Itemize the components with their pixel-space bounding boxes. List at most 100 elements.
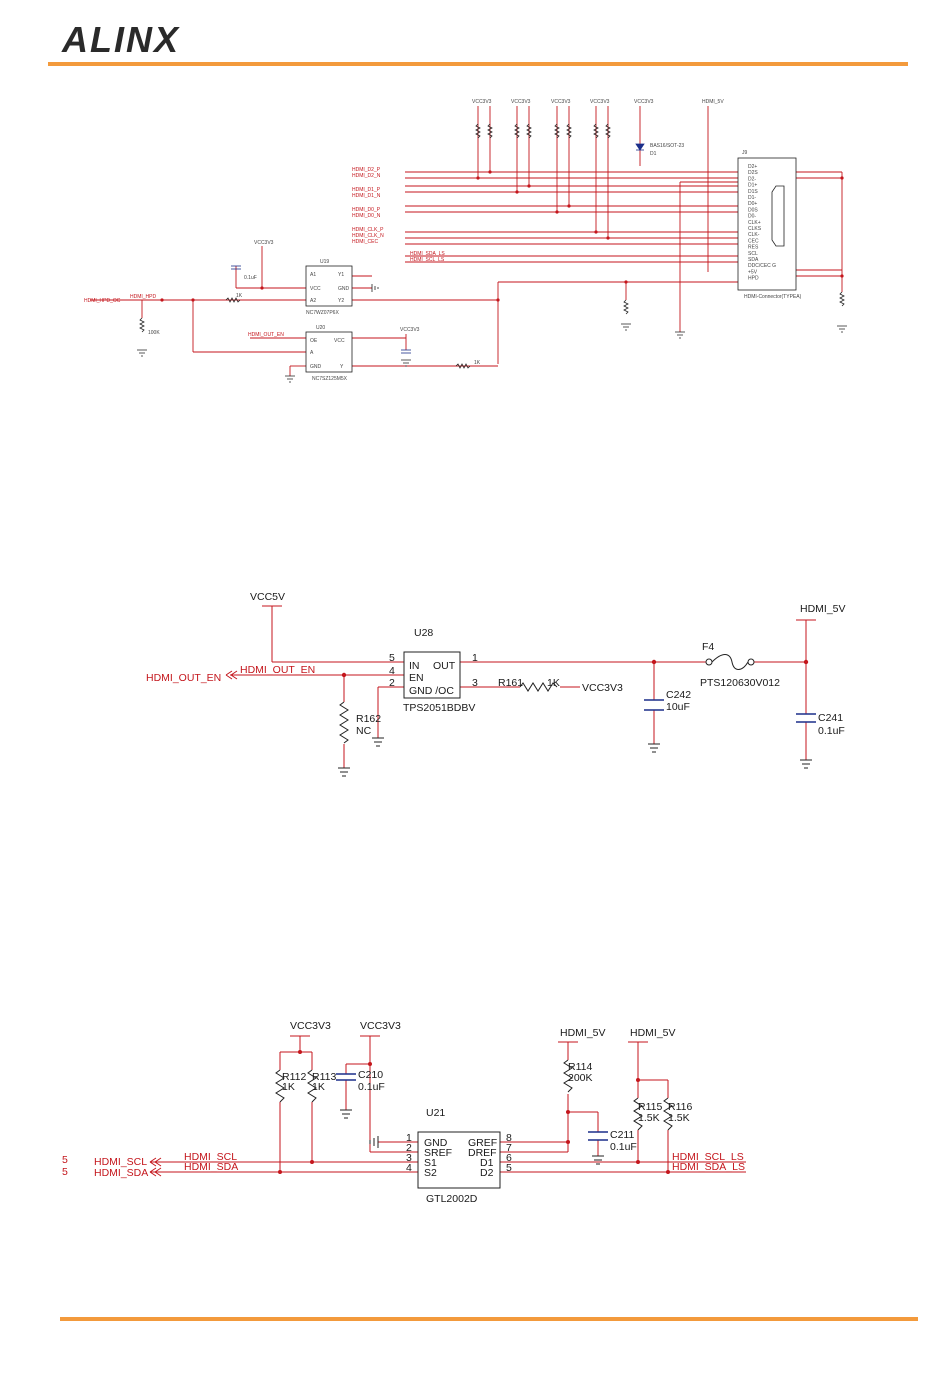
diode-ref: D1 <box>650 151 657 157</box>
alinx-logo: ALINX <box>62 18 232 62</box>
connector-pin-label: RES <box>748 245 759 251</box>
connector-ref: J9 <box>742 150 748 156</box>
connector-pin-label: D1S <box>748 189 758 195</box>
connector-pin-label: SCL <box>748 251 758 257</box>
r112-val: 1K <box>282 1081 295 1093</box>
u21-pin-d2: D2 <box>480 1167 494 1179</box>
header-rule <box>48 62 908 66</box>
net-d1n: HDMI_D1_N <box>352 193 381 199</box>
sda-port: HDMI_SDA <box>94 1167 148 1179</box>
c210-ref: C210 <box>358 1069 383 1081</box>
u19-vcc: VCC3V3 <box>254 240 274 246</box>
r161-val: 1K <box>547 677 560 689</box>
c241-val: 0.1uF <box>818 725 845 737</box>
connector-pin-label: CEC <box>748 238 759 244</box>
u28-out: OUT <box>433 660 456 672</box>
u19-pin-label: GND <box>338 286 350 292</box>
u21-pin-s1: S1 <box>424 1157 437 1169</box>
u21-num-6: 6 <box>506 1152 512 1164</box>
u19-pin-label: A1 <box>310 272 316 278</box>
connector-pin-label: HPD <box>748 276 759 282</box>
scl-port: HDMI_SCL <box>94 1156 147 1168</box>
r116-ref: R116 <box>668 1101 692 1113</box>
f4-ref: F4 <box>702 641 714 653</box>
pin-4: 4 <box>389 665 395 677</box>
net-d2n: HDMI_D2_N <box>352 173 381 179</box>
vcc3v3-b: VCC3V3 <box>360 1020 401 1032</box>
hdmi-5v-label: HDMI_5V <box>800 603 846 615</box>
connector-pin-label: D2S <box>748 170 758 176</box>
connector-pin-label: SDA <box>748 257 759 263</box>
net-d1p: HDMI_D1_P <box>352 187 381 193</box>
connector-pin-label: DDC/CEC G <box>748 263 776 269</box>
r-right-val: 1K <box>474 360 481 366</box>
u21-num-3: 3 <box>406 1152 412 1164</box>
connector-pin-label: D0S <box>748 207 758 213</box>
connector-pin-label: CLK+ <box>748 220 761 226</box>
diode-part: BAS16/SOT-23 <box>650 143 684 149</box>
c210-val: 0.1uF <box>358 1081 385 1093</box>
u28-in: IN <box>409 660 420 672</box>
sheet-ref-2: 5 <box>62 1166 68 1178</box>
out-en-small: HDMI_OUT_EN <box>248 332 284 338</box>
c241-ref: C241 <box>818 712 843 724</box>
hpd-in-label: HDMI_HPD <box>130 294 157 300</box>
r114-ref: R114 <box>568 1061 592 1073</box>
power-label-2: VCC3V3 <box>511 99 531 105</box>
u21-pin-d1: D1 <box>480 1157 494 1169</box>
r113-ref: R113 <box>312 1071 336 1083</box>
r-mid-val: 1K <box>236 293 243 299</box>
c242-val: 10uF <box>666 701 690 713</box>
power-label-4: VCC3V3 <box>590 99 610 105</box>
scl-net: HDMI_SCL <box>184 1151 237 1163</box>
u20-pin-label: OE <box>310 338 318 344</box>
u19-pin-label: VCC <box>310 286 321 292</box>
pin-3: 3 <box>472 677 478 689</box>
r113-val: 1K <box>312 1081 325 1093</box>
footer-rule <box>60 1317 918 1321</box>
u21-pin-dref: DREF <box>468 1147 497 1159</box>
net-d0p: HDMI_D0_P <box>352 207 381 213</box>
connector-pin-label: +5V <box>748 269 758 275</box>
connector-pin-label: CLKS <box>748 226 762 232</box>
connector-part: HDMI-Connector(TYPEA) <box>744 294 802 300</box>
u21-num-2: 2 <box>406 1142 412 1154</box>
u19-pin-label: Y1 <box>338 272 344 278</box>
f4-part: PTS120630V012 <box>700 677 780 689</box>
net-d0n: HDMI_D0_N <box>352 213 381 219</box>
c211-val: 0.1uF <box>610 1141 637 1153</box>
u21-num-7: 7 <box>506 1142 512 1154</box>
u19-ref: U19 <box>320 259 329 265</box>
c211-ref: C211 <box>610 1129 634 1141</box>
sda-net: HDMI_SDA <box>184 1161 238 1173</box>
r112-ref: R112 <box>282 1071 306 1083</box>
u21-pin-gnd: GND <box>424 1137 448 1149</box>
scl-ls-net: HDMI_SCL_LS <box>672 1151 744 1163</box>
net-cec: HDMI_CEC <box>352 239 379 245</box>
u20-pin-label: A <box>310 350 314 356</box>
u20-pin-label: GND <box>310 364 322 370</box>
c-top-val: 0.1uF <box>244 275 257 281</box>
pin-1: 1 <box>472 652 478 664</box>
r115-ref: R115 <box>638 1101 662 1113</box>
r-left-val: 100K <box>148 330 160 336</box>
u20-pin-label: Y <box>340 364 344 370</box>
u20-vcc: VCC3V3 <box>400 327 420 333</box>
power-label-6: HDMI_5V <box>702 99 724 105</box>
u21-pin-s2: S2 <box>424 1167 437 1179</box>
connector-pin-label: D0- <box>748 214 756 220</box>
vcc5v-label: VCC5V <box>250 591 285 603</box>
pin-5: 5 <box>389 652 395 664</box>
u28-ref: U28 <box>414 627 433 639</box>
u21-pin-sref: SREF <box>424 1147 452 1159</box>
u21-num-8: 8 <box>506 1132 512 1144</box>
hpd-out-label: HDMI_HPD_OC <box>84 298 121 304</box>
power-label-1: VCC3V3 <box>472 99 492 105</box>
connector-pin-label: CLK- <box>748 232 760 238</box>
r115-val: 1.5K <box>638 1112 660 1124</box>
u19-pin-label: Y2 <box>338 298 344 304</box>
r116-val: 1.5K <box>668 1112 690 1124</box>
